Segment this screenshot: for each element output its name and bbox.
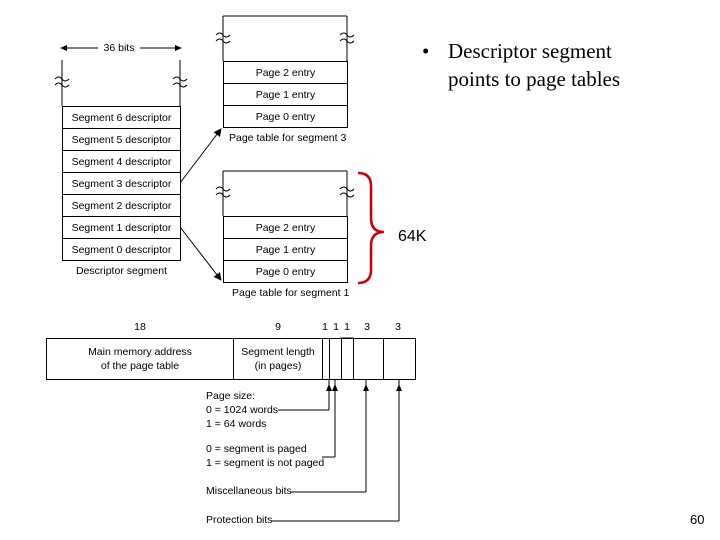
page-table-3-page-1-entry: Page 1 entry bbox=[223, 83, 348, 106]
descriptor-format-box: Main memory address of the page table Se… bbox=[46, 338, 416, 380]
width-dimension-arrows bbox=[60, 45, 182, 51]
descriptor-segment-caption: Descriptor segment bbox=[75, 265, 168, 277]
bit-width-misc: 1 bbox=[344, 321, 350, 333]
legend-page-size-0: 0 = 1024 words bbox=[206, 404, 279, 416]
page-table-1-caption: Page table for segment 1 bbox=[232, 287, 350, 299]
bit-width-page-size: 1 bbox=[322, 321, 328, 333]
field-misc-bit bbox=[342, 339, 354, 379]
segment-size-label: 64K bbox=[398, 228, 427, 245]
bullet-marker: • bbox=[422, 39, 430, 63]
bit-width-address: 18 bbox=[134, 321, 146, 333]
field-paged-bit bbox=[330, 339, 342, 379]
legend-page-size-title: Page size: bbox=[206, 390, 256, 402]
page-table-3-caption: Page table for segment 3 bbox=[229, 132, 347, 144]
field-address-line-2: of the page table bbox=[100, 360, 180, 372]
field-reserved-bits bbox=[354, 339, 384, 379]
descriptor-segment-outline bbox=[61, 60, 181, 106]
bullet-line-2: points to page tables bbox=[448, 67, 621, 91]
legend-paged-1: 1 = segment is not paged bbox=[206, 457, 325, 469]
legend-protection-bits: Protection bits bbox=[206, 514, 273, 526]
leader-arrowheads bbox=[326, 384, 402, 391]
pointer-arrow-icon bbox=[179, 128, 222, 281]
page-table-3-outline bbox=[222, 15, 348, 61]
legend-misc-bits: Miscellaneous bits bbox=[206, 485, 292, 497]
page-table-3-page-2-entry: Page 2 entry bbox=[223, 61, 348, 84]
break-mark-icon bbox=[215, 186, 355, 198]
descriptor-row-segment-1: Segment 1 descriptor bbox=[62, 216, 181, 239]
descriptor-row-segment-4: Segment 4 descriptor bbox=[62, 150, 181, 173]
page-table-1-page-1-entry: Page 1 entry bbox=[223, 238, 348, 261]
bullet-line-1: Descriptor segment bbox=[448, 39, 612, 63]
descriptor-row-segment-2: Segment 2 descriptor bbox=[62, 194, 181, 217]
field-address-line-1: Main memory address bbox=[88, 346, 192, 358]
field-page-size-bit bbox=[323, 339, 330, 379]
page-table-3-page-0-entry: Page 0 entry bbox=[223, 105, 348, 128]
page-table-1-page-2-entry: Page 2 entry bbox=[223, 216, 348, 239]
bit-width-reserved: 3 bbox=[364, 321, 370, 333]
legend-page-size-1: 1 = 64 words bbox=[206, 418, 267, 430]
legend-paged-0: 0 = segment is paged bbox=[206, 443, 307, 455]
field-segment-length: Segment length (in pages) bbox=[234, 339, 323, 379]
bit-width-protection: 3 bbox=[395, 321, 401, 333]
bit-width-paged: 1 bbox=[333, 321, 339, 333]
descriptor-row-segment-5: Segment 5 descriptor bbox=[62, 128, 181, 151]
field-length-line-2: (in pages) bbox=[254, 360, 302, 372]
page-table-1-page-0-entry: Page 0 entry bbox=[223, 260, 348, 283]
descriptor-row-segment-0: Segment 0 descriptor bbox=[62, 238, 181, 261]
bit-width-length: 9 bbox=[275, 321, 281, 333]
field-main-memory-address: Main memory address of the page table bbox=[47, 339, 234, 379]
width-label: 36 bits bbox=[98, 42, 140, 54]
curly-brace-icon bbox=[357, 171, 385, 285]
break-mark-icon bbox=[215, 32, 355, 44]
break-mark-icon bbox=[54, 76, 188, 88]
descriptor-row-segment-6: Segment 6 descriptor bbox=[62, 106, 181, 129]
descriptor-row-segment-3: Segment 3 descriptor bbox=[62, 172, 181, 195]
field-length-line-1: Segment length bbox=[241, 346, 315, 358]
page-table-1-outline bbox=[222, 170, 348, 216]
page-number: 60 bbox=[690, 512, 705, 527]
